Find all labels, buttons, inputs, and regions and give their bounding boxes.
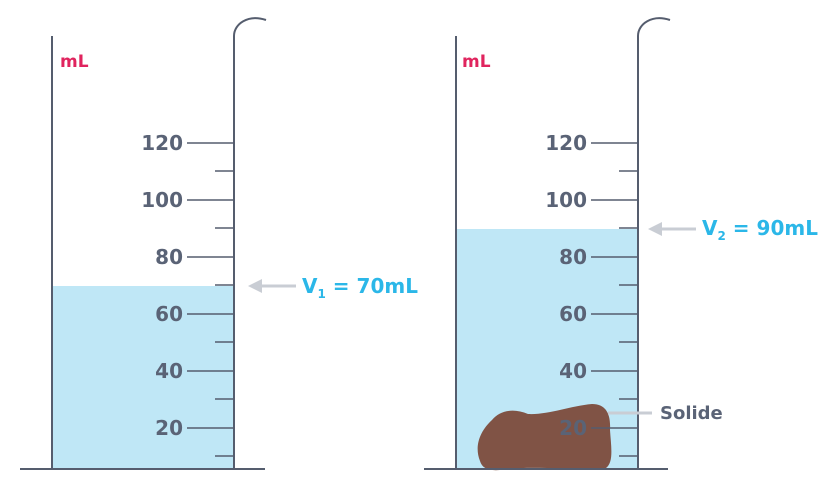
cylinder-1-tick-label: 60 <box>155 302 183 326</box>
cylinder-1-water <box>52 286 234 469</box>
cylinder-2-tick-label: 20 <box>559 416 587 440</box>
cylinder-1: mL 20 40 60 80 100 120 <box>20 17 418 470</box>
solid-object <box>477 404 612 471</box>
cylinder-2-tick-label: 40 <box>559 359 587 383</box>
cylinder-2-volume-pointer: V2 = 90mL <box>648 216 818 243</box>
cylinder-1-volume-label: V1 = 70mL <box>302 274 418 301</box>
cylinder-2-right-wall <box>637 17 671 469</box>
cylinder-2: mL 20 40 60 80 100 120 <box>424 17 818 471</box>
cylinder-2-tick-label: 80 <box>559 245 587 269</box>
solid-pointer: Solide <box>608 403 723 424</box>
cylinder-2-tick-label: 100 <box>545 188 587 212</box>
cylinder-2-scale: 20 40 60 80 100 120 <box>545 131 638 457</box>
cylinder-2-tick-label: 60 <box>559 302 587 326</box>
cylinder-1-tick-label: 80 <box>155 245 183 269</box>
cylinder-1-volume-pointer: V1 = 70mL <box>248 274 418 301</box>
arrow-head-icon <box>248 279 262 293</box>
cylinder-1-right-wall <box>233 17 267 469</box>
cylinder-2-volume-label: V2 = 90mL <box>702 216 818 243</box>
cylinder-1-scale: 20 40 60 80 100 120 <box>141 131 234 457</box>
arrow-head-icon <box>648 222 662 236</box>
cylinder-1-tick-label: 20 <box>155 416 183 440</box>
cylinder-1-tick-label: 40 <box>155 359 183 383</box>
cylinder-1-tick-label: 120 <box>141 131 183 155</box>
cylinder-1-unit-label: mL <box>60 52 89 72</box>
cylinder-2-unit-label: mL <box>462 52 491 72</box>
cylinder-1-tick-label: 100 <box>141 188 183 212</box>
cylinder-2-tick-label: 120 <box>545 131 587 155</box>
solid-label: Solide <box>660 403 723 424</box>
